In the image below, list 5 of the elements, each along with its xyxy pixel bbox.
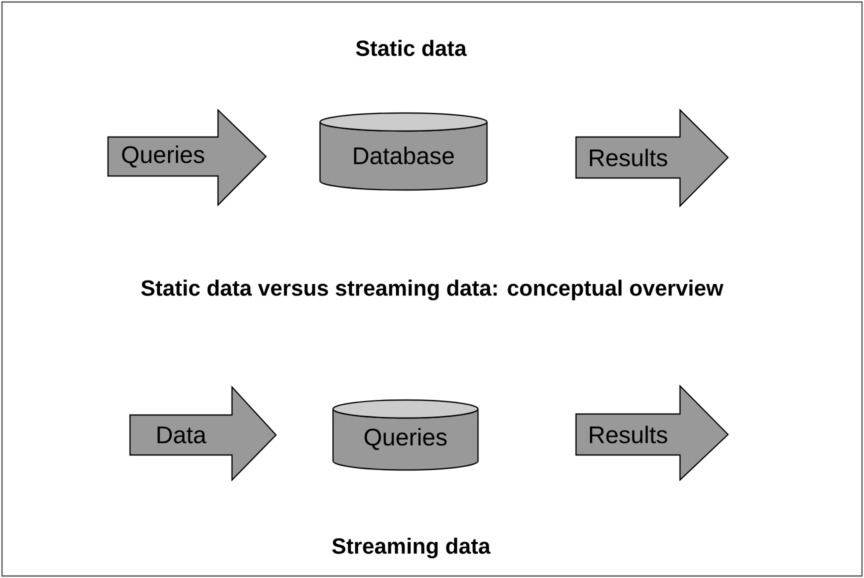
section-heading: Static data bbox=[356, 40, 467, 56]
database-cylinder: Queries bbox=[332, 399, 479, 471]
database-cylinder: Database bbox=[319, 112, 488, 191]
section-heading: Streaming data bbox=[332, 538, 491, 558]
title: Static data versus streaming data: conceptual overview bbox=[141, 280, 724, 300]
